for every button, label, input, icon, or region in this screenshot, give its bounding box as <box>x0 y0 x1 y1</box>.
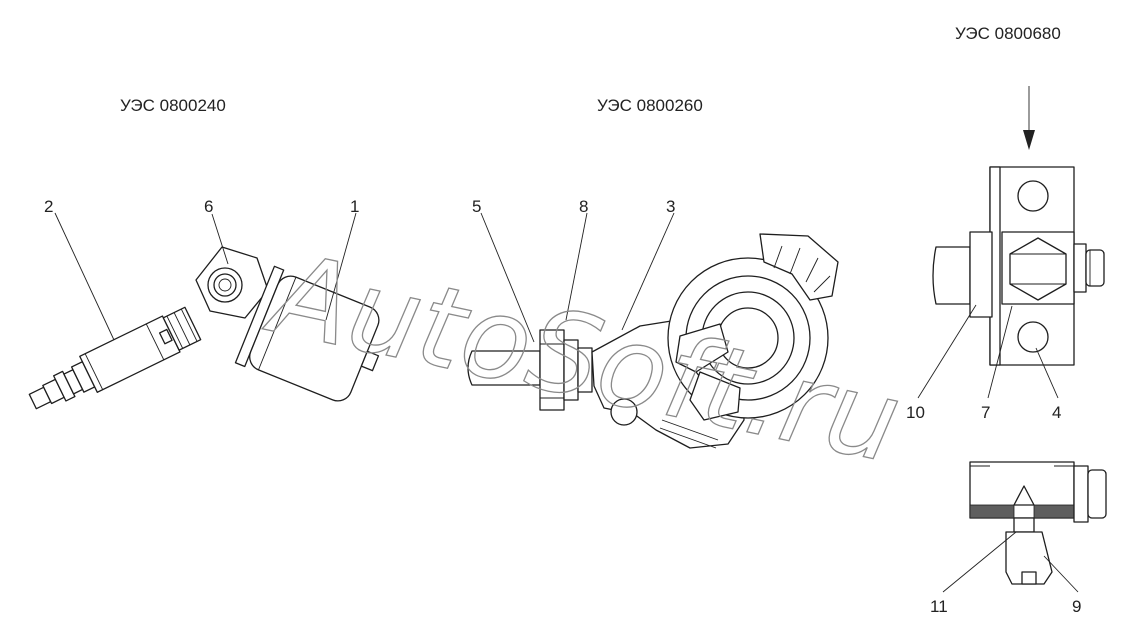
assembly-left <box>28 246 380 410</box>
left-sensor-cylinder <box>234 265 380 402</box>
leader-lines <box>54 212 1079 593</box>
middle-shaft <box>467 350 541 386</box>
right-threaded-end <box>1073 243 1105 293</box>
middle-cam-linkage <box>659 323 741 449</box>
callout-5: 5 <box>472 197 481 216</box>
callout-7: 7 <box>981 403 990 422</box>
callout-9: 9 <box>1072 597 1081 616</box>
middle-lever-hole <box>610 398 638 426</box>
right-shaft <box>932 231 993 318</box>
callout-1: 1 <box>350 197 359 216</box>
left-valve-body <box>28 306 202 410</box>
callout-6: 6 <box>204 197 213 216</box>
callout-3: 3 <box>666 197 675 216</box>
callout-11: 11 <box>930 597 948 616</box>
right-section-detail <box>969 461 1107 585</box>
callout-10: 10 <box>906 403 925 422</box>
middle-flange <box>539 329 593 411</box>
assembly-middle <box>467 233 839 449</box>
left-hex-fitting <box>195 246 269 319</box>
title-ues-0800260: УЭС 0800260 <box>597 96 703 115</box>
right-direction-arrow <box>1023 86 1035 150</box>
assembly-right <box>932 86 1107 585</box>
middle-ring-sector <box>759 233 839 301</box>
callout-4: 4 <box>1052 403 1061 422</box>
right-hex-nut <box>1001 231 1075 305</box>
title-ues-0800680: УЭС 0800680 <box>955 24 1061 43</box>
callout-2: 2 <box>44 197 53 216</box>
callout-8: 8 <box>579 197 588 216</box>
title-ues-0800240: УЭС 0800240 <box>120 96 226 115</box>
